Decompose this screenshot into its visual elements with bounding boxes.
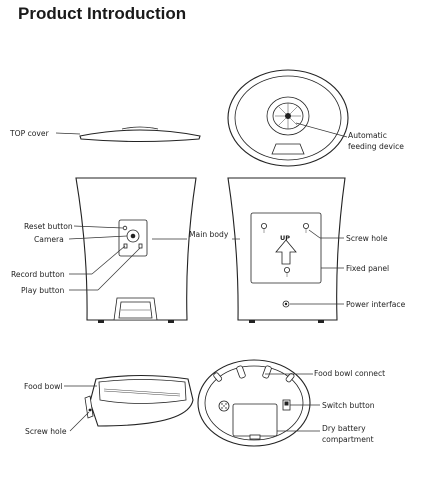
label-record-button: Record button	[11, 270, 65, 279]
feeding-device-leader	[295, 122, 348, 138]
label-food-bowl-connect: Food bowl connect	[314, 369, 385, 378]
label-dry-battery-2: compartment	[322, 435, 374, 444]
label-play-button: Play button	[21, 286, 64, 295]
main-body-back-view	[227, 177, 346, 323]
label-screw-hole-bowl: Screw hole	[25, 427, 67, 436]
top-cover-leader	[55, 132, 81, 135]
label-top-cover: TOP cover	[9, 129, 50, 138]
label-reset-button: Reset button	[24, 222, 73, 231]
label-screw-hole-right: Screw hole	[346, 234, 388, 243]
label-automatic-feeding-2: feeding device	[348, 142, 404, 151]
label-automatic-feeding-1: Automatic	[348, 131, 387, 140]
up-mark: UP	[280, 234, 290, 242]
label-main-body: Main body	[189, 230, 229, 239]
label-food-bowl: Food bowl	[24, 382, 62, 391]
label-fixed-panel: Fixed panel	[346, 264, 389, 273]
camera-leader	[68, 235, 128, 240]
label-camera: Camera	[34, 235, 64, 244]
main-body-front-view	[75, 177, 197, 323]
feeder-bottom-view	[197, 359, 311, 447]
label-switch-button: Switch button	[322, 401, 375, 410]
reset-button-leader	[73, 225, 124, 229]
top-cover-illustration	[79, 126, 201, 143]
page-title: Product Introduction	[18, 4, 186, 23]
screw-hole-leader	[308, 229, 321, 239]
label-power-interface: Power interface	[346, 300, 406, 309]
label-dry-battery-1: Dry battery	[322, 424, 366, 433]
food-bowl-illustration	[84, 374, 194, 427]
screw-hole-bowl-leader	[69, 411, 90, 432]
feeder-top-view	[227, 69, 349, 167]
